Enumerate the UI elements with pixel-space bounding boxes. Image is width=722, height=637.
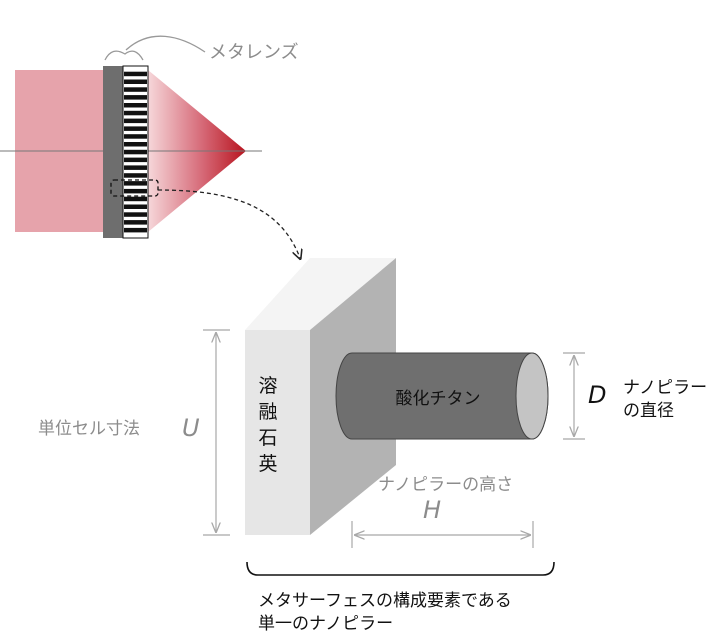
lens-pillar-stripe <box>124 173 147 178</box>
metalens-callout-leader <box>125 35 206 53</box>
substrate-top-face <box>245 258 396 330</box>
lens-pillar-stripe <box>124 126 147 131</box>
lens-pillar-stripe <box>124 149 147 155</box>
lens-substrate <box>103 66 123 238</box>
lens-pillar-stripe <box>124 196 147 202</box>
lens-pillar-stripe <box>124 227 147 233</box>
unit-cell-symbol: U <box>182 414 200 442</box>
lens-pillar-stripe <box>124 95 147 100</box>
lens-pillar-stripe <box>124 220 147 225</box>
fused-silica-char-3: 石 <box>258 427 277 449</box>
lens-pillar-stripe <box>124 188 147 194</box>
substrate-front-face <box>245 330 310 535</box>
metalens-illustration: メタレンズ <box>0 35 300 258</box>
lens-pillar-stripes <box>124 71 147 233</box>
lens-pillar-stripe <box>124 134 147 139</box>
fused-silica-char-4: 英 <box>258 453 277 475</box>
height-symbol: H <box>423 496 441 524</box>
selection-box <box>110 179 159 197</box>
lens-pillar-stripe <box>124 103 147 108</box>
fused-silica-label: 溶 融 石 英 <box>258 375 277 475</box>
lens-pillar-stripe <box>124 79 147 84</box>
caption-line2: 単一のナノピラー <box>258 614 393 634</box>
caption-bracket <box>246 561 555 576</box>
diameter-label-line2: の直径 <box>623 401 674 421</box>
lens-pillar-stripe <box>124 157 147 163</box>
lens-pillar-stripe <box>124 212 147 217</box>
fused-silica-char-2: 融 <box>258 401 277 423</box>
unit-cell-label: 単位セル寸法 <box>38 419 140 439</box>
nanopillar-illustration: 溶 融 石 英 酸化チタン D ナノピラー の直径 単位セル寸法 U ナノピラー… <box>38 258 707 634</box>
metalens-callout-bracket <box>104 50 144 61</box>
lens-pillar-stripe <box>124 118 147 124</box>
metalens-label: メタレンズ <box>209 42 299 63</box>
lens-pillar-stripe <box>124 181 147 186</box>
lens-pillar-stripe <box>124 142 147 147</box>
caption-line1: メタサーフェスの構成要素である <box>258 591 512 611</box>
titanium-oxide-label: 酸化チタン <box>396 389 481 409</box>
lens-pillar-stripe <box>124 87 147 92</box>
lens-pillar-stripe <box>124 71 147 77</box>
nanopillar-end-face <box>515 352 549 440</box>
lens-pillar-stripe <box>124 165 147 170</box>
lens-pillar-stripe <box>124 110 147 116</box>
diameter-symbol: D <box>588 381 606 409</box>
height-label: ナノピラーの高さ <box>378 475 513 495</box>
diameter-label-line1: ナノピラー <box>623 378 707 398</box>
lens-pillar-stripe <box>124 204 147 209</box>
fused-silica-char-1: 溶 <box>258 375 277 397</box>
zoom-arrow <box>157 189 300 258</box>
